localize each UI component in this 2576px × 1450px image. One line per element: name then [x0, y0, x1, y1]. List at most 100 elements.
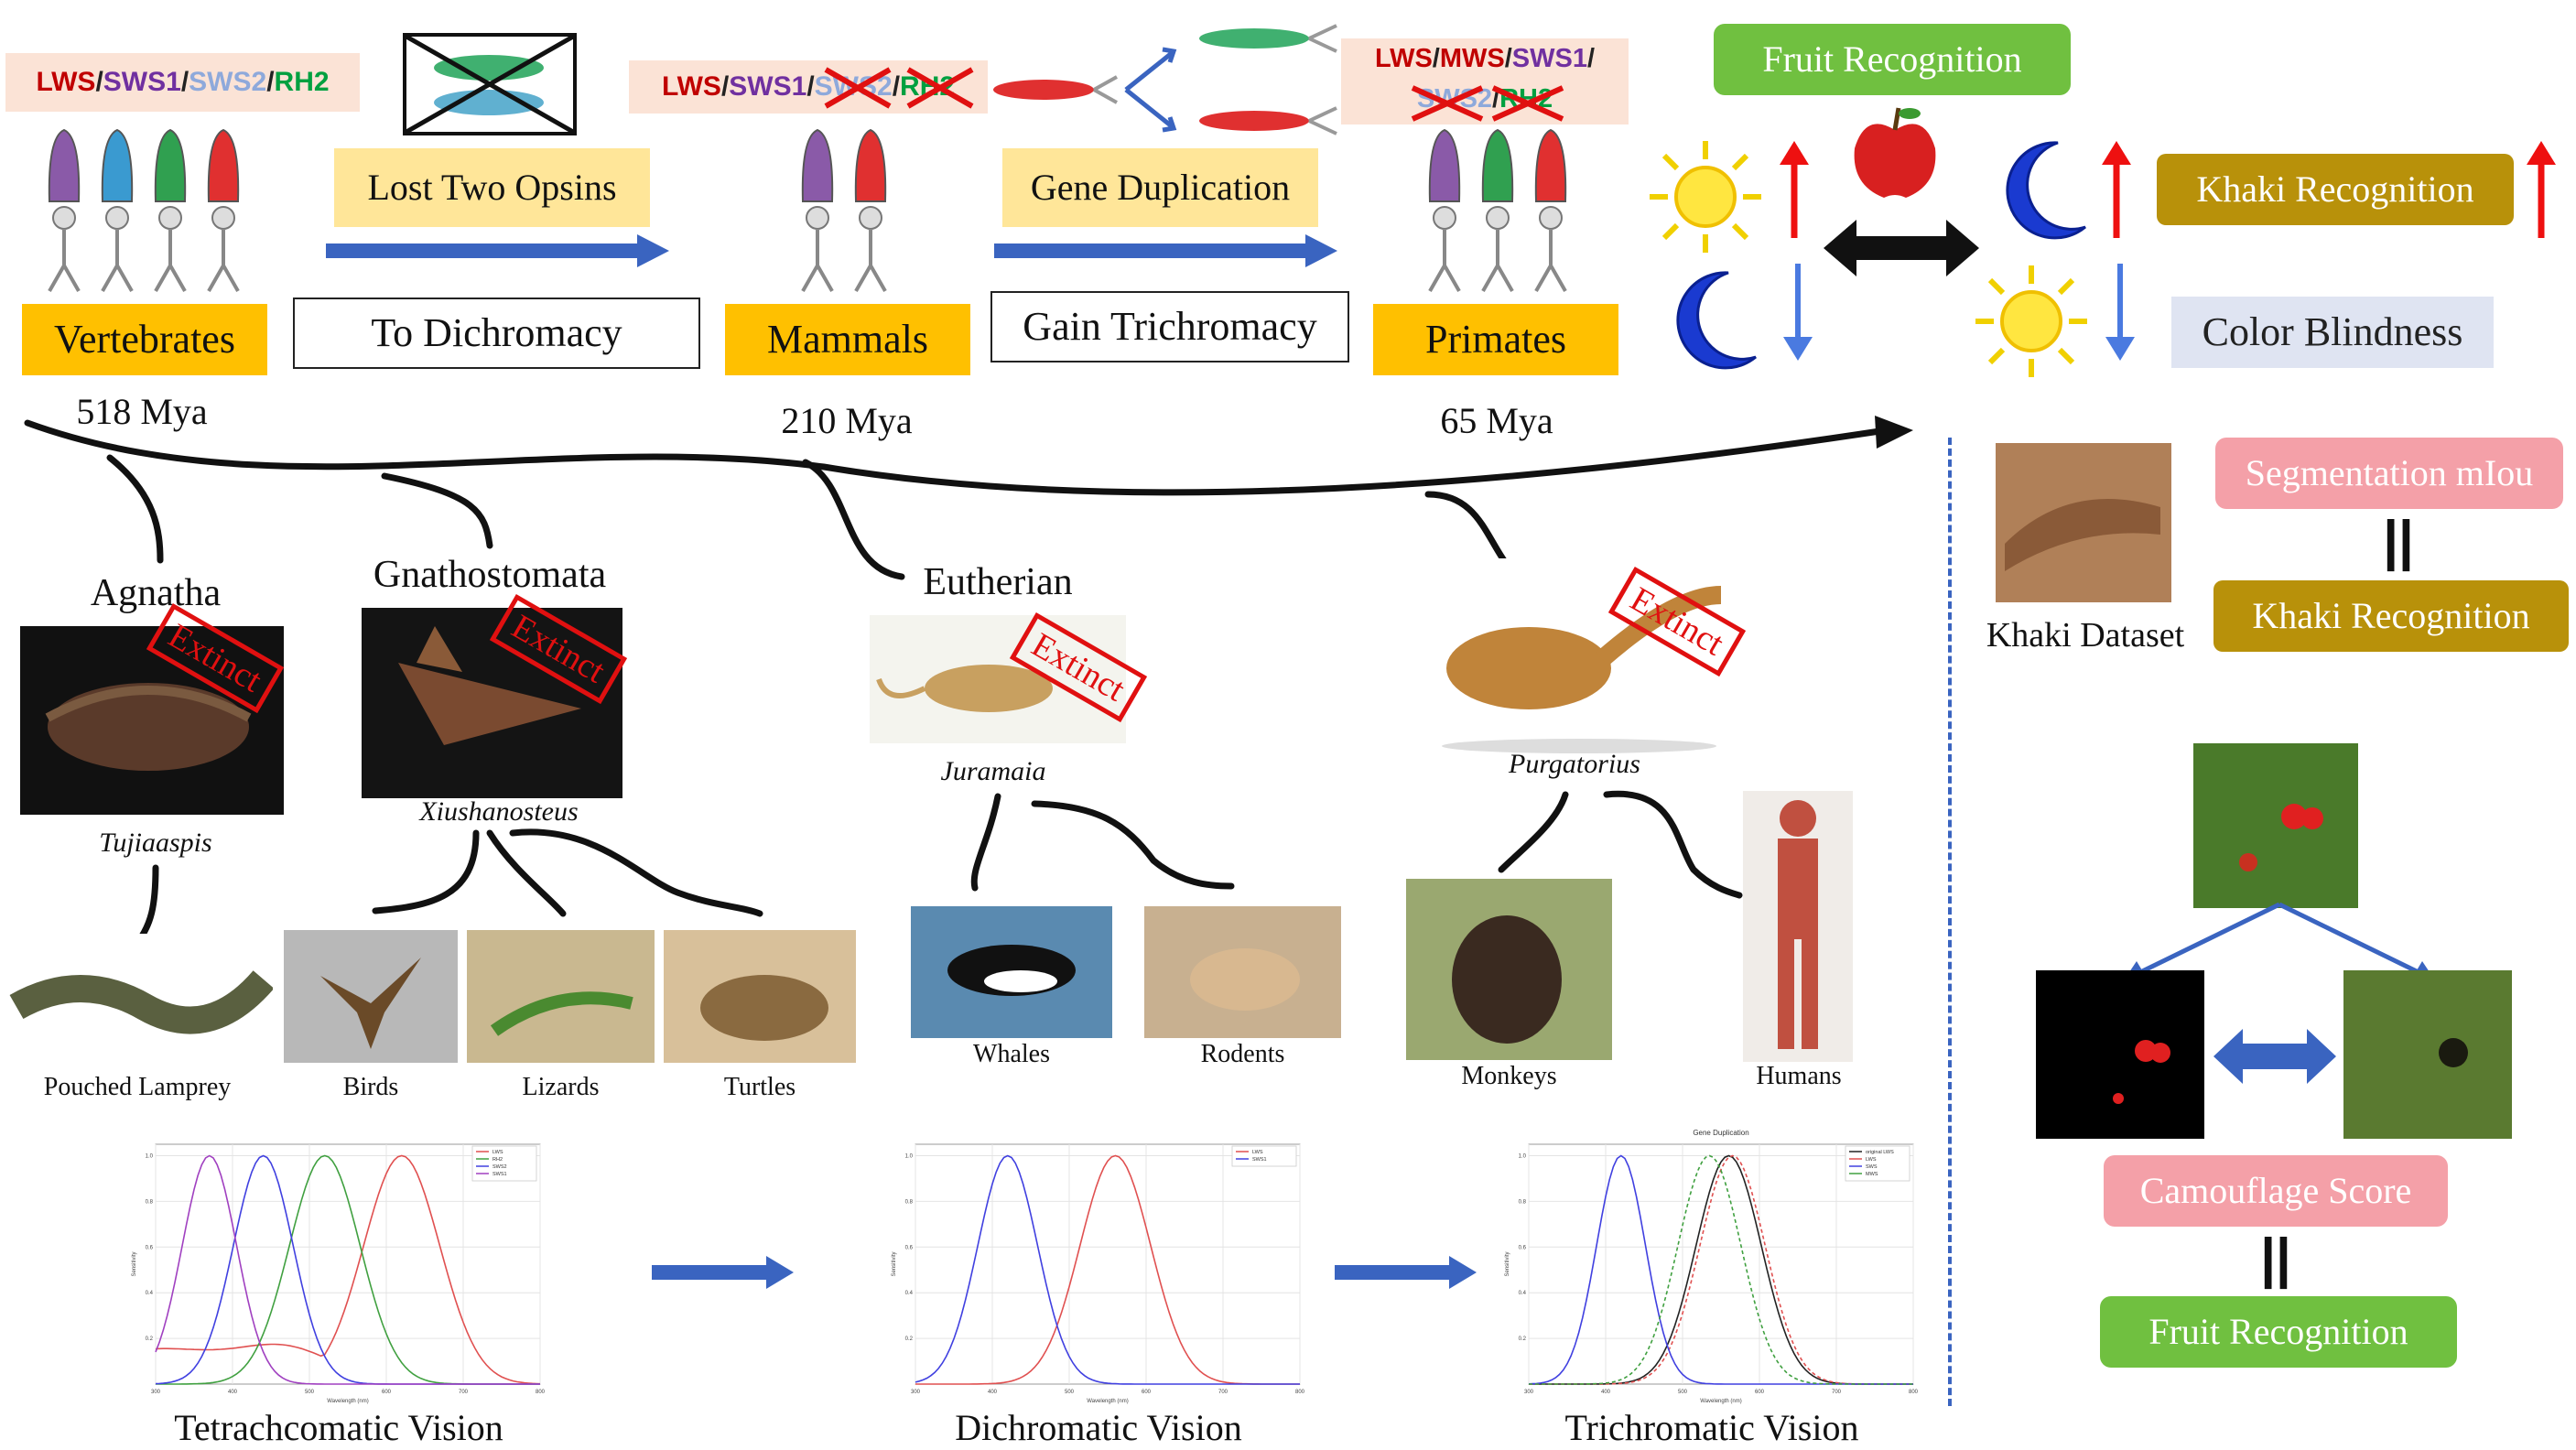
opsin-name: / — [180, 67, 189, 97]
up-arrow-icon — [2102, 141, 2131, 238]
x-axis-label: Wavelength (nm) — [327, 1399, 368, 1404]
x-tick-label: 600 — [1142, 1390, 1152, 1395]
down-arrow-icon — [2105, 264, 2135, 361]
moon-icon — [1676, 271, 1757, 370]
label-lizards: Lizards — [522, 1073, 600, 1101]
x-tick-label: 800 — [536, 1390, 546, 1395]
legend-entry: SWS1 — [492, 1172, 507, 1177]
strike-icon — [1411, 85, 1564, 122]
x-tick-label: 300 — [911, 1390, 921, 1395]
x-axis-label: Wavelength (nm) — [1700, 1399, 1741, 1404]
whales-image — [911, 906, 1112, 1038]
plot-area — [915, 1143, 1301, 1385]
series-line — [915, 1154, 1300, 1385]
y-tick-label: 0.6 — [146, 1245, 154, 1250]
cone-cell-icon — [48, 128, 81, 292]
y-tick-label: 0.4 — [905, 1291, 914, 1296]
turtles-image — [664, 930, 856, 1063]
plot-area — [155, 1143, 541, 1385]
lizards-image — [467, 930, 655, 1063]
rodents-image — [1144, 906, 1341, 1038]
sun-icon — [1650, 141, 1761, 253]
legend-entry: SWS1 — [1252, 1157, 1267, 1163]
label-purgatorius: Purgatorius — [1509, 749, 1640, 779]
juramaia-image — [870, 615, 1126, 743]
series-line — [1529, 1154, 1913, 1385]
y-tick-label: 0.2 — [146, 1336, 154, 1342]
legend-entry: MWS — [1866, 1172, 1878, 1177]
opsin-name: / — [892, 71, 901, 102]
khaki-recognition-bottom: Khaki Recognition — [2213, 580, 2569, 652]
legend-entry: original LWS — [1866, 1150, 1894, 1155]
x-tick-label: 300 — [1524, 1390, 1534, 1395]
sun-icon — [1975, 265, 2087, 377]
series-line — [155, 1154, 541, 1385]
legend-entry: SWS2 — [492, 1164, 507, 1170]
double-arrow-icon — [2213, 1029, 2336, 1084]
clade-gnathostomata: Gnathostomata — [373, 554, 607, 596]
x-tick-label: 500 — [1065, 1390, 1075, 1395]
label-birds: Birds — [342, 1073, 399, 1101]
label-lamprey: Pouched Lamprey — [43, 1073, 232, 1101]
opsin-bar-primates: LWS/MWS/SWS1/ SWS2/RH2 — [1341, 38, 1629, 124]
x-axis-label: Wavelength (nm) — [1087, 1399, 1128, 1404]
label-xiushanosteus: Xiushanosteus — [419, 796, 579, 827]
opsin-name: / — [1492, 84, 1500, 114]
stage-mammals: Mammals — [725, 304, 970, 375]
camouflage-image — [2343, 970, 2512, 1139]
opsin-name: SWS1 — [103, 67, 181, 97]
x-tick-label: 800 — [1295, 1390, 1305, 1395]
x-tick-label: 700 — [1218, 1390, 1228, 1395]
arrow-tetra-to-di — [652, 1256, 794, 1289]
legend-entry: RH2 — [492, 1157, 503, 1163]
monkeys-image — [1406, 879, 1612, 1060]
camouflage-score-label: Camouflage Score — [2104, 1155, 2448, 1227]
y-tick-label: 0.4 — [146, 1291, 154, 1296]
lamprey-image — [7, 934, 273, 1062]
x-tick-label: 700 — [1832, 1390, 1842, 1395]
fruit-recognition-bottom: Fruit Recognition — [2100, 1296, 2457, 1368]
cone-cell-icon — [101, 128, 134, 292]
color-blindness-label: Color Blindness — [2171, 297, 2494, 368]
cone-cell-icon — [1534, 128, 1567, 292]
arrow-gene-duplication — [994, 234, 1337, 267]
label-turtles: Turtles — [723, 1073, 796, 1101]
legend-entry: LWS — [492, 1150, 503, 1155]
purgatorius-image — [1419, 558, 1739, 758]
y-tick-label: 0.2 — [905, 1336, 914, 1342]
cone-cell-icon — [801, 128, 834, 292]
equals-sign: || — [2383, 510, 2414, 571]
panel-divider — [1948, 438, 1952, 1406]
opsin-name: / — [266, 67, 275, 97]
up-arrow-icon — [2527, 141, 2556, 238]
opsin-name: / — [1432, 44, 1440, 73]
strike-icon — [824, 67, 974, 109]
opsin-name: / — [1504, 44, 1512, 73]
opsin-name: / — [95, 67, 103, 97]
stage-gene-duplication: Gene Duplication — [1002, 148, 1318, 227]
label-dichromatic-vision: Dichromatic Vision — [955, 1407, 1242, 1448]
primate-cones-icon — [1428, 128, 1567, 292]
y-tick-label: 0.6 — [905, 1245, 914, 1250]
label-humans: Humans — [1756, 1062, 1842, 1090]
xiushanosteus-image — [362, 608, 622, 798]
y-axis-label: Sensitivity — [132, 1251, 137, 1276]
lost-opsins-fish-image — [403, 33, 577, 135]
label-trichromatic-vision: Trichromatic Vision — [1564, 1407, 1859, 1448]
gene-duplication-fish-icon — [993, 24, 1337, 135]
opsin-name: / — [1586, 44, 1596, 73]
stage-lost-two-opsins: Lost Two Opsins — [334, 148, 650, 227]
opsin-name: SWS2 — [189, 67, 267, 97]
label-monkeys: Monkeys — [1461, 1062, 1557, 1090]
cone-cell-icon — [1481, 128, 1514, 292]
vertebrate-cones-icon — [48, 128, 240, 292]
stage-gain-trichromacy: Gain Trichromacy — [990, 291, 1349, 362]
opsin-name: / — [720, 71, 730, 102]
tujiaaspis-image — [20, 626, 284, 815]
y-tick-label: 0.6 — [1519, 1245, 1527, 1250]
label-tetrachromatic-vision: Tetrachcomatic Vision — [174, 1407, 503, 1448]
opsin-name: SWS1 — [1511, 44, 1587, 73]
time-518: 518 Mya — [76, 391, 208, 432]
label-tujiaaspis: Tujiaaspis — [99, 828, 212, 858]
